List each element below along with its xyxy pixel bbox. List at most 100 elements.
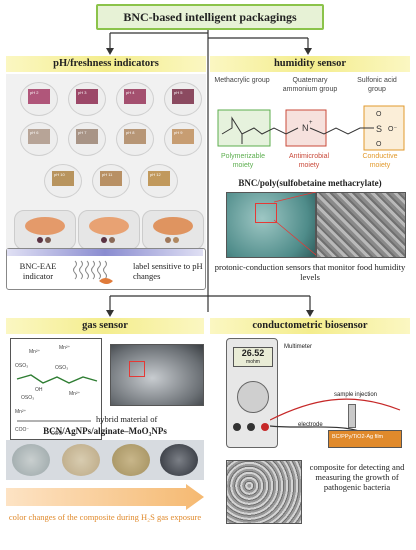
moiety-conductive: Conductive moiety (362, 153, 398, 169)
ph-dish-label: pH 12 (150, 172, 161, 177)
multimeter-display: 26.52 mohm (233, 347, 273, 367)
svg-text:S: S (376, 124, 382, 134)
svg-text:Mn²⁺: Mn²⁺ (29, 349, 41, 355)
ph-dish: pH 4 (116, 82, 154, 116)
humidity-caption: protonic-conduction sensors that monitor… (214, 262, 406, 282)
svg-text:OSO₃: OSO₃ (21, 395, 34, 401)
indicator-film: pH 3 (76, 89, 98, 104)
indicator-film: pH 4 (124, 89, 146, 104)
ph-dish-label: pH 6 (30, 130, 39, 135)
indicator-film: pH 2 (28, 89, 50, 104)
electrode-label: electrode (298, 422, 323, 428)
moiety-antimicrobial: Antimicrobial moiety (288, 153, 330, 169)
moiety-labels: Polymerizable moiety Antimicrobial moiet… (214, 152, 406, 178)
svg-text:O⁻: O⁻ (388, 126, 397, 133)
sample-3 (112, 444, 150, 476)
indicator-film: pH 9 (172, 129, 194, 144)
multimeter: 26.52 mohm (226, 338, 278, 448)
svg-text:OSO₃: OSO₃ (15, 363, 28, 369)
ph-dish-label: pH 4 (126, 90, 135, 95)
ph-dish-label: pH 8 (126, 130, 135, 135)
probe-port-2 (247, 423, 255, 431)
gas-color-strip (6, 440, 204, 480)
ph-dish: pH 2 (20, 82, 58, 116)
ph-bar (7, 249, 203, 256)
sample-2 (62, 444, 100, 476)
syringe (348, 404, 356, 428)
probe-port-3 (261, 423, 269, 431)
humidity-header: humidity sensor (210, 56, 410, 72)
multimeter-label: Multimeter (284, 344, 313, 350)
ph-dish-label: pH 5 (174, 90, 183, 95)
shrimp-samples (10, 210, 204, 250)
alginate-chain-diagram: Mn²⁺ Mn²⁺ OSO₃ OH OSO₃ OSO₃ Mn²⁺ Mn²⁺ CO… (15, 345, 98, 437)
sensitive-label: label sensitive to pH changes (133, 261, 203, 281)
composite-name: BNC/poly(sulfobetaine methacrylate) (238, 178, 382, 188)
svg-text:OH: OH (35, 387, 43, 393)
ph-dish: pH 8 (116, 122, 154, 156)
group-sulfonic: Sulfonic acid group (357, 77, 397, 93)
ph-dish: pH 3 (68, 82, 106, 116)
sample-1 (12, 444, 50, 476)
ph-dish-label: pH 7 (78, 130, 87, 135)
gas-sample-photo (110, 344, 204, 406)
gas-zoom-box (129, 361, 145, 377)
zoom-box (255, 203, 277, 223)
multimeter-unit: mohm (246, 359, 260, 365)
material-line-1: hybrid material of (96, 414, 158, 424)
sample-4 (160, 444, 198, 476)
vapor-wave-icon (73, 260, 107, 280)
bio-caption: composite for detecting and measuring th… (309, 462, 405, 492)
ph-dish: pH 11 (92, 164, 130, 198)
ph-header: pH/freshness indicators (6, 56, 206, 72)
ph-dish-label: pH 9 (174, 130, 183, 135)
ph-dish: pH 7 (68, 122, 106, 156)
svg-text:O: O (376, 111, 382, 118)
indicator-label: BNC-EAE indicator (19, 261, 57, 281)
indicator-film: pH 8 (124, 129, 146, 144)
ph-dish: pH 5 (164, 82, 202, 116)
svg-text:OSO₃: OSO₃ (55, 365, 68, 371)
film-label: BC/PPy/TiO2-Ag film (332, 434, 384, 440)
ph-dish: pH 12 (140, 164, 178, 198)
shrimp-icon (99, 278, 113, 284)
indicator-film: pH 12 (148, 171, 170, 186)
ph-dish: pH 6 (20, 122, 58, 156)
svg-text:Mn²⁺: Mn²⁺ (15, 409, 27, 415)
multimeter-reading: 26.52 (241, 348, 265, 358)
color-change-arrow (6, 484, 204, 510)
ph-dish-label: pH 10 (54, 172, 65, 177)
bacteria-sem-image (226, 460, 302, 524)
probe-port-1 (233, 423, 241, 431)
svg-text:N: N (302, 123, 309, 133)
moiety-polymerizable: Polymerizable moiety (221, 153, 265, 169)
ph-dish-label: pH 3 (78, 90, 87, 95)
sample-injection-label: sample injection (334, 392, 378, 398)
film-device: BC/PPy/TiO2-Ag film (328, 430, 402, 448)
svg-text:+: + (309, 120, 313, 126)
material-line-2: BCN/AgNPs/alginate–MoO₃NPs (43, 426, 167, 436)
indicator-film: pH 11 (100, 171, 122, 186)
indicator-film: pH 10 (52, 171, 74, 186)
indicator-film: pH 5 (172, 89, 194, 104)
zoom-lines (273, 192, 317, 256)
sem-image-left (226, 192, 316, 258)
svg-text:O: O (376, 141, 382, 148)
indicator-film: pH 6 (28, 129, 50, 144)
color-change-caption: color changes of the composite during H₂… (8, 512, 202, 522)
ph-dish: pH 10 (44, 164, 82, 198)
svg-text:COO⁻: COO⁻ (15, 427, 29, 433)
ph-label-box: BNC-EAE indicator label sensitive to pH … (6, 248, 206, 290)
multimeter-dial (237, 381, 269, 413)
svg-text:COO⁻: COO⁻ (51, 431, 65, 437)
monomer-structure: N + S O O O⁻ (217, 105, 405, 151)
polymer-structure: Mn²⁺ Mn²⁺ OSO₃ OH OSO₃ OSO₃ Mn²⁺ Mn²⁺ CO… (10, 338, 102, 440)
ph-dish: pH 9 (164, 122, 202, 156)
gas-header: gas sensor (6, 318, 204, 334)
group-labels: Methacrylic group Quaternary ammonium gr… (214, 76, 406, 134)
ph-dish-label: pH 2 (30, 90, 39, 95)
svg-text:Mn²⁺: Mn²⁺ (59, 345, 71, 351)
group-methacrylic: Methacrylic group (214, 77, 270, 84)
bio-header: conductometric biosensor (210, 318, 410, 334)
